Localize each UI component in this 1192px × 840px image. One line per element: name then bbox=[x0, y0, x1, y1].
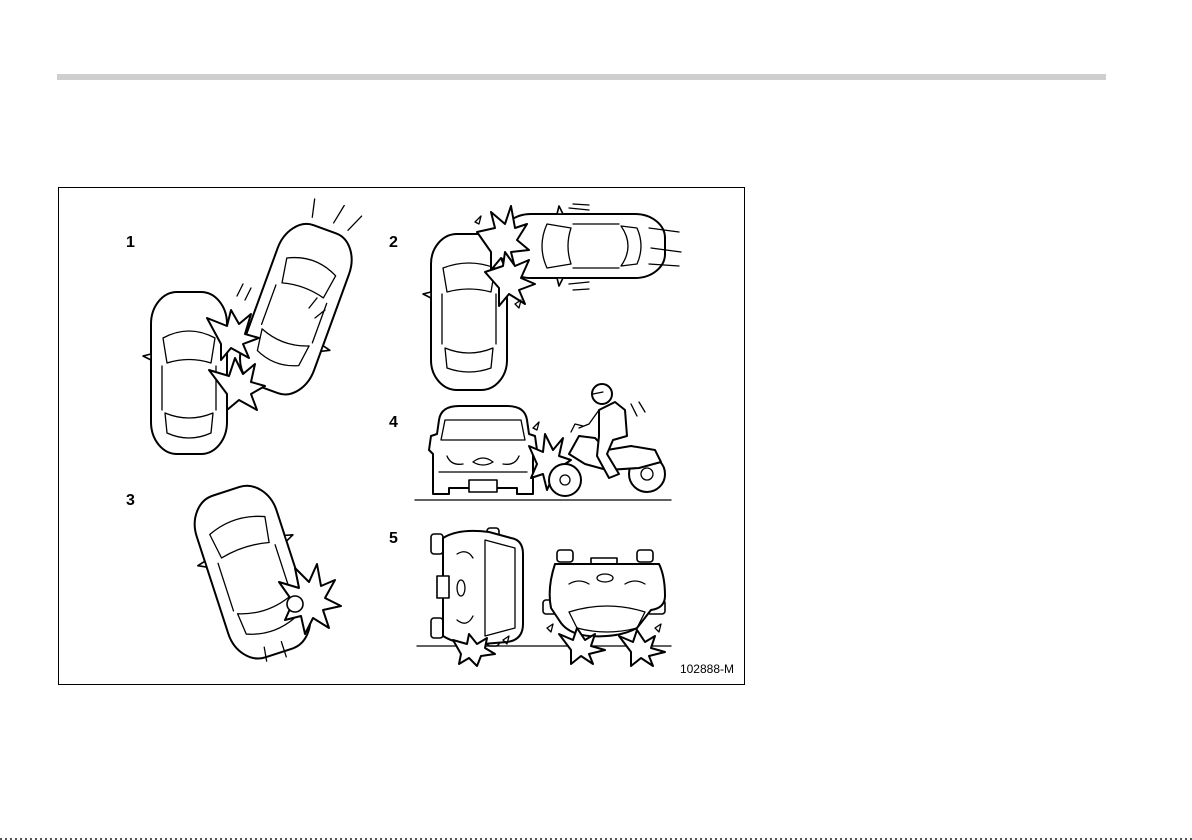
header-rule bbox=[57, 74, 1106, 80]
figure-code: 102888-M bbox=[680, 662, 734, 676]
panel-5-illustration bbox=[417, 528, 671, 666]
panel-label-5: 5 bbox=[389, 530, 398, 548]
motorcycle-side-view bbox=[549, 384, 665, 496]
panel-4-illustration bbox=[415, 384, 671, 500]
panel-label-3: 3 bbox=[126, 492, 135, 510]
panel-label-1: 1 bbox=[126, 234, 135, 252]
panel-1-illustration bbox=[143, 189, 378, 454]
car-rollover-side bbox=[431, 528, 523, 646]
car-pole-topview bbox=[179, 476, 328, 674]
panel-label-2: 2 bbox=[389, 234, 398, 252]
collision-figure: 1 2 3 4 5 102888-M bbox=[58, 187, 745, 685]
panel-2-illustration bbox=[423, 204, 681, 390]
car-horizontal-topview bbox=[501, 204, 681, 290]
panel-3-illustration bbox=[179, 476, 341, 674]
car-front-view bbox=[429, 406, 537, 494]
car-rollover-rear bbox=[543, 550, 665, 636]
panel-label-4: 4 bbox=[389, 414, 398, 432]
collision-illustrations bbox=[59, 188, 746, 686]
